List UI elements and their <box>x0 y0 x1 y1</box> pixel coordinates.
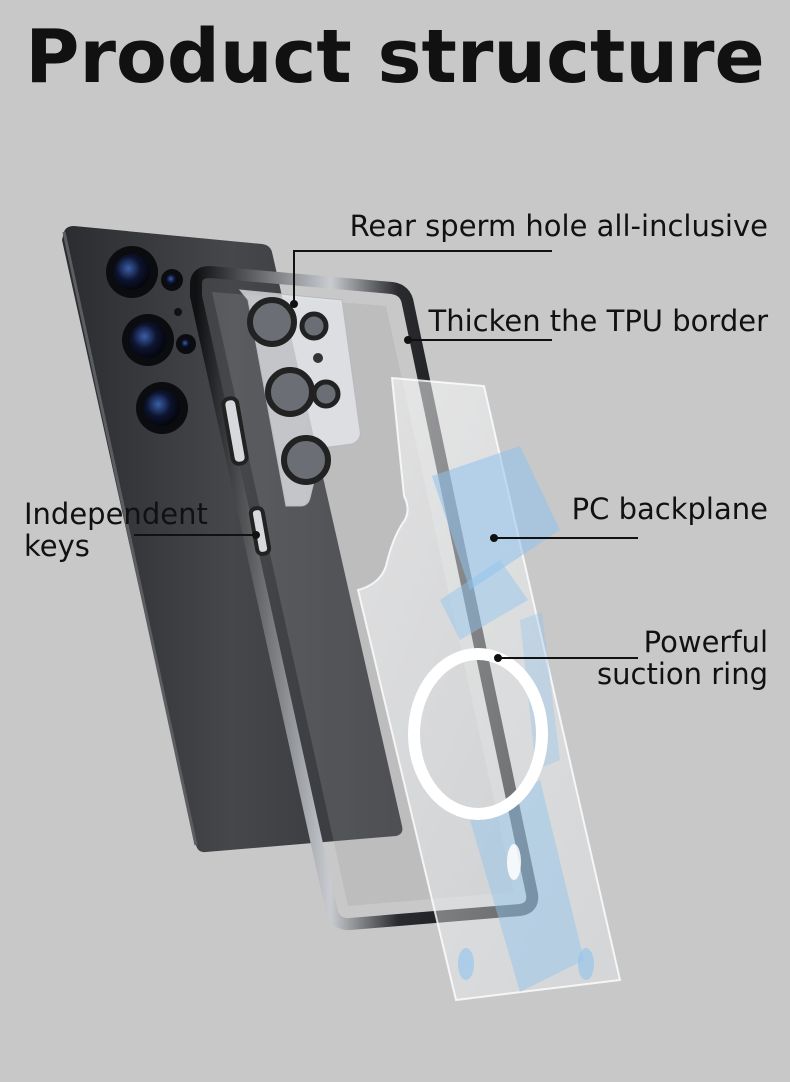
leader-lines <box>134 250 638 662</box>
callout-suction-ring: Powerful suction ring <box>597 626 768 690</box>
suction-ring <box>408 648 548 880</box>
pc-backplane <box>356 376 622 1002</box>
callout-pc-backplane: PC backplane <box>571 492 768 526</box>
page-title: Product structure <box>25 14 765 100</box>
callout-ring-line2: suction ring <box>597 657 768 691</box>
phone-body <box>62 226 403 853</box>
callout-ring-line1: Powerful <box>643 625 768 659</box>
callout-rear-hole: Rear sperm hole all-inclusive <box>349 209 768 243</box>
callout-independent-keys: Independent keys <box>24 498 208 562</box>
camera-lenses <box>106 246 196 434</box>
callout-tpu-border: Thicken the TPU border <box>428 304 769 338</box>
callout-keys-line2: keys <box>24 529 90 563</box>
callout-keys-line1: Independent <box>24 497 208 531</box>
